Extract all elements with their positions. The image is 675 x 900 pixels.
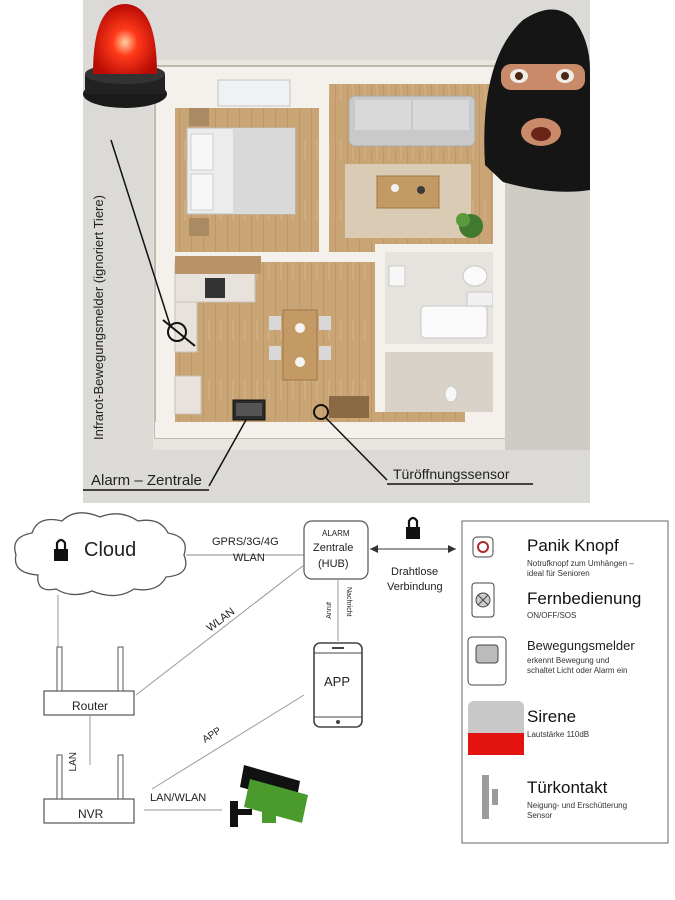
remote-title: Fernbedienung <box>527 589 642 608</box>
motion-sensor-marker <box>167 322 187 342</box>
phone-device <box>313 642 363 728</box>
wireless-label-2: Verbindung <box>387 581 443 593</box>
siren-light-icon <box>83 4 167 108</box>
door-desc-2: Sensor <box>527 811 553 820</box>
floorplan-svg <box>83 4 590 491</box>
cctv-camera-icon <box>230 765 308 827</box>
floorplan-illustration: Infrarot-Bewegungsmelder (ignoriert Tier… <box>83 0 590 503</box>
alarm-hub-label: Alarm – Zentrale <box>91 472 202 489</box>
lanwlan-label: LAN/WLAN <box>150 792 207 804</box>
panic-desc-1: Notrufknopf zum Umhängen – <box>527 559 634 568</box>
motion-desc-2: schaltet Licht oder Alarm ein <box>527 666 628 675</box>
wireless-label-1: Drahtlose <box>391 566 439 578</box>
remote-desc: ON/OFF/SOS <box>527 611 577 620</box>
hub-label-2: Zentrale <box>313 542 354 554</box>
hub-box <box>303 520 369 580</box>
wireless-lock-icon <box>406 516 420 539</box>
lock-icon <box>54 538 68 561</box>
wlan-top-label: WLAN <box>233 552 265 564</box>
panic-button-icon <box>472 536 494 558</box>
motion-detector-icon <box>467 636 507 686</box>
siren-title: Sirene <box>527 707 577 726</box>
motion-title: Bewegungsmelder <box>527 638 635 653</box>
hub-label-1: ALARM <box>322 529 350 538</box>
app-phone-label: APP <box>324 674 351 689</box>
panic-title: Panik Knopf <box>527 536 619 555</box>
door-sensor-label: Türöffnungssensor <box>393 466 510 482</box>
message-label: Nachricht <box>345 587 352 617</box>
lan-label: LAN <box>68 752 79 772</box>
door-title: Türkontakt <box>527 778 608 797</box>
router-box <box>43 690 135 716</box>
cloud-shape <box>14 512 187 597</box>
nvr-box <box>43 798 135 824</box>
router-label: Router <box>72 699 109 713</box>
burglar-icon <box>484 9 590 192</box>
nvr-label: NVR <box>78 807 104 821</box>
motion-desc-1: erkennt Bewegung und <box>527 656 610 665</box>
door-desc-1: Neigung- und Erschütterung <box>527 801 628 810</box>
call-label: Anruf <box>326 602 333 619</box>
door-contact-icon <box>482 775 498 819</box>
network-diagram <box>14 512 669 844</box>
cloud-label: Cloud <box>84 539 137 561</box>
hub-label-3: (HUB) <box>318 558 349 570</box>
siren-desc: Lautstärke 110dB <box>527 730 590 739</box>
motion-sensor-label: Infrarot-Bewegungsmelder (ignoriert Tier… <box>91 195 106 440</box>
gprs-label: GPRS/3G/4G <box>212 536 279 548</box>
door-sensor-marker <box>313 404 329 420</box>
remote-icon <box>471 582 495 618</box>
panic-desc-2: ideal für Senioren <box>527 569 590 578</box>
siren-icon <box>468 701 524 755</box>
